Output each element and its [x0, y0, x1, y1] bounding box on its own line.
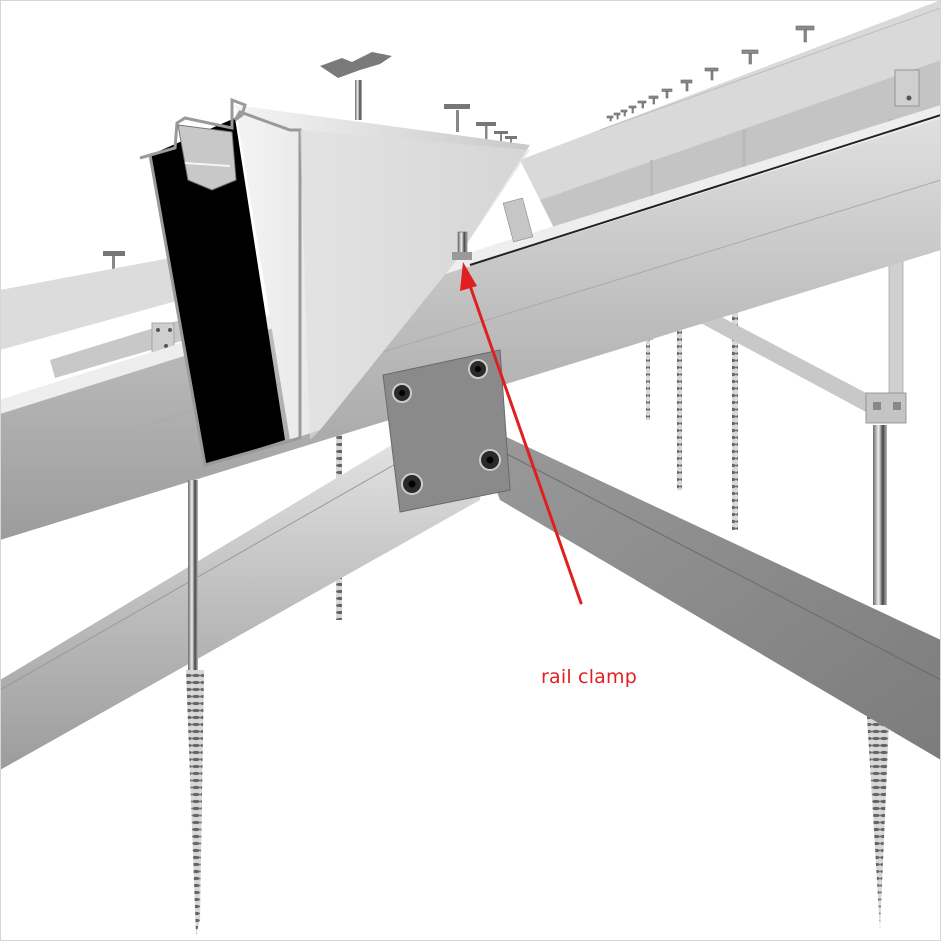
annotation-arrow [460, 262, 583, 605]
ground-screw-left [186, 480, 204, 935]
cross-beam-lower-right [470, 420, 941, 760]
rail-clamp [452, 197, 534, 260]
bolt [392, 383, 412, 403]
rail-clamp-label: rail clamp [541, 666, 637, 688]
bolt [468, 359, 488, 379]
mid-clamp-rail-top [103, 52, 517, 275]
connection-plate [382, 349, 511, 513]
distant-rail-left [0, 258, 185, 378]
rail-cross-section [139, 97, 530, 467]
bolt [479, 449, 501, 471]
mid-clamp-row [606, 25, 815, 122]
distant-rail-upper-right [520, 0, 941, 240]
cross-beam-lower-left [0, 440, 480, 770]
bolt [401, 473, 423, 495]
